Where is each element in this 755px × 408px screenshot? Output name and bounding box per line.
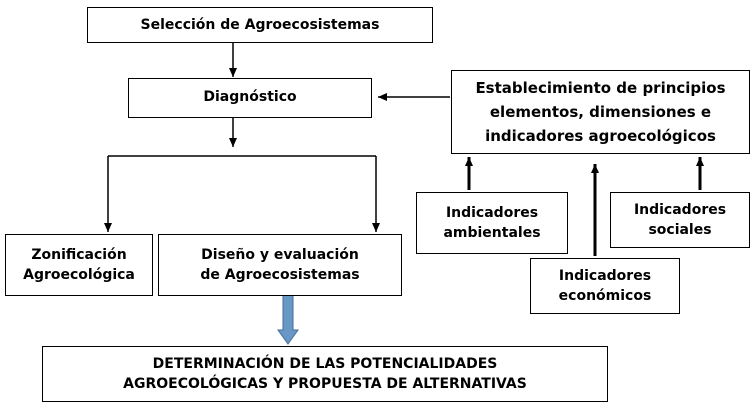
- determinacion-label: DETERMINACIÓN DE LAS POTENCIALIDADES AGR…: [123, 356, 527, 392]
- ambientales-box: Indicadores ambientales: [416, 192, 568, 254]
- ambientales-label: Indicadores ambientales: [443, 205, 541, 241]
- economicos-box: Indicadores económicos: [530, 258, 680, 314]
- diseno-box: Diseño y evaluación de Agroecosistemas: [158, 234, 402, 296]
- sociales-box: Indicadores sociales: [610, 192, 750, 248]
- diagnostico-label: Diagnóstico: [203, 89, 297, 105]
- economicos-label: Indicadores económicos: [558, 268, 652, 304]
- zonificacion-box: Zonificación Agroecológica: [5, 234, 153, 296]
- seleccion-box: Selección de Agroecosistemas: [87, 7, 433, 43]
- establecimiento-box: Establecimiento de principios elementos,…: [451, 70, 750, 154]
- zonificacion-label: Zonificación Agroecológica: [23, 247, 135, 283]
- diseno-label: Diseño y evaluación de Agroecosistemas: [200, 247, 360, 283]
- block-arrow-down: [277, 294, 299, 345]
- sociales-label: Indicadores sociales: [633, 202, 727, 238]
- diagnostico-box: Diagnóstico: [128, 78, 372, 118]
- determinacion-box: DETERMINACIÓN DE LAS POTENCIALIDADES AGR…: [42, 346, 608, 402]
- seleccion-label: Selección de Agroecosistemas: [140, 17, 380, 33]
- establecimiento-label: Establecimiento de principios elementos,…: [475, 79, 726, 145]
